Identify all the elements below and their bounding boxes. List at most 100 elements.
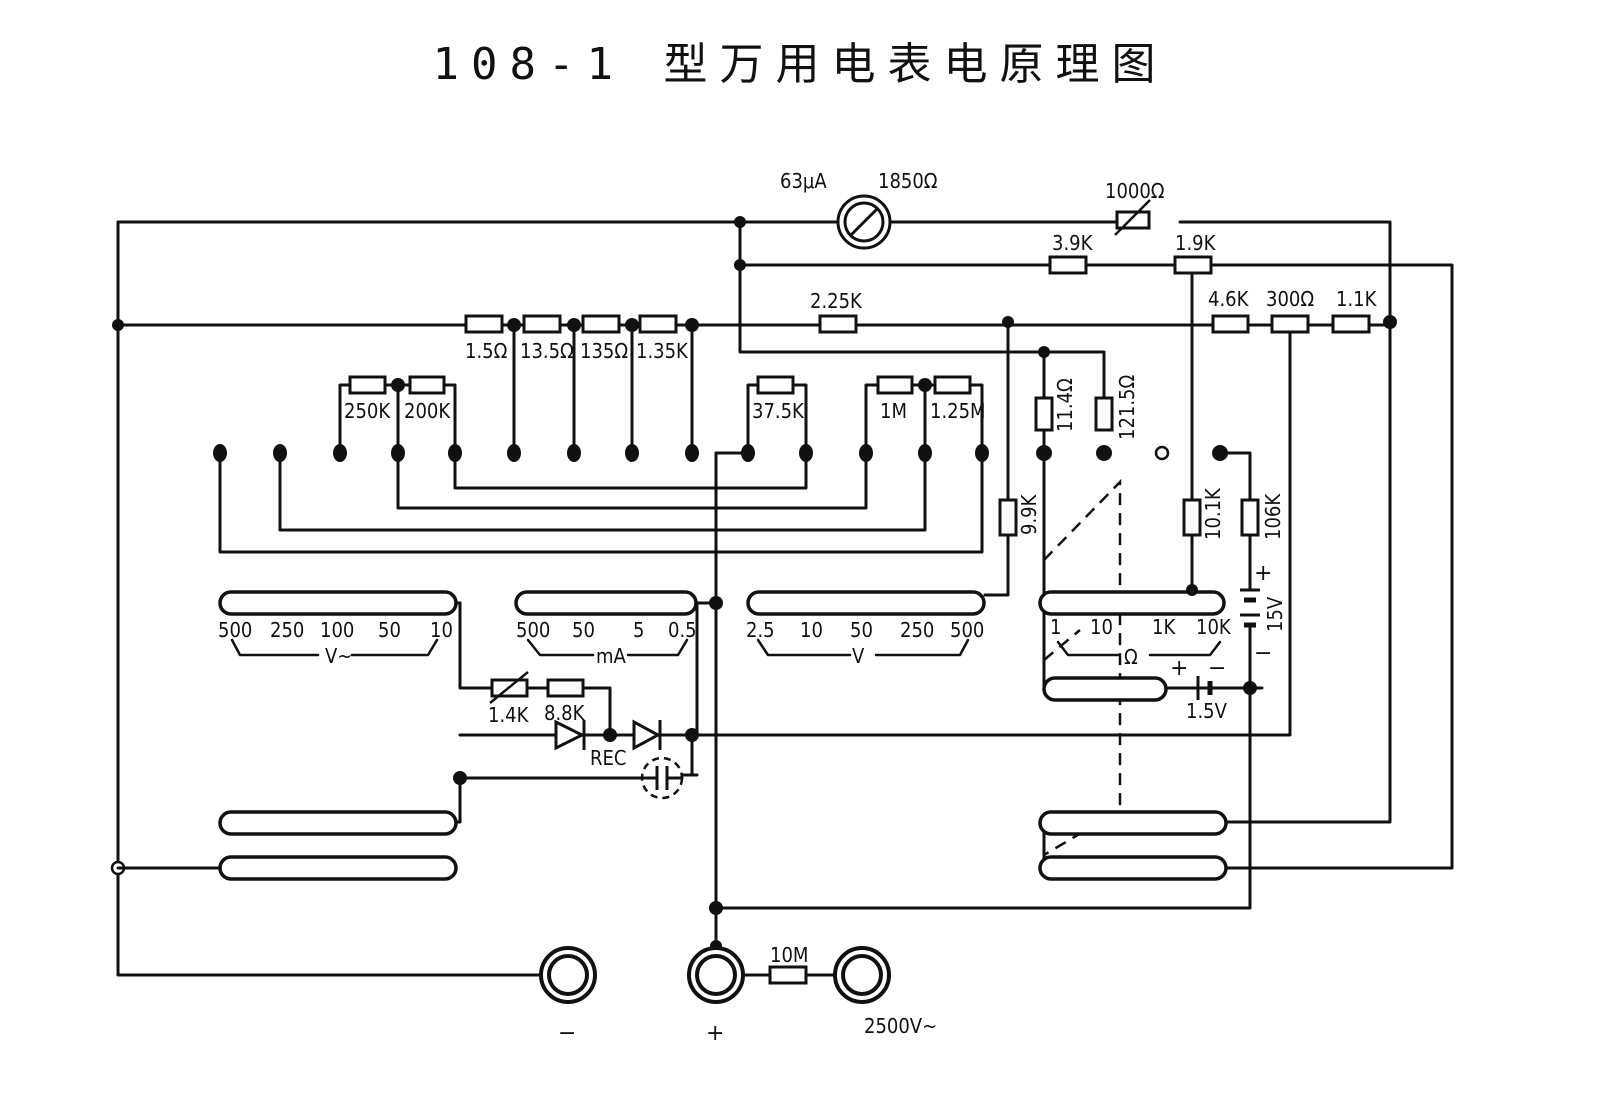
rec-label: REC bbox=[590, 746, 626, 770]
resistor-1-9k bbox=[1173, 255, 1213, 275]
svg-text:V: V bbox=[852, 644, 865, 668]
svg-text:2.5: 2.5 bbox=[746, 618, 775, 642]
battery-15v-plus: + bbox=[1254, 561, 1272, 586]
label-10-1k: 10.1K bbox=[1201, 487, 1225, 540]
terminal-plus-label: + bbox=[706, 1021, 724, 1046]
resistor-1m bbox=[876, 375, 914, 395]
resistor-10m bbox=[768, 965, 808, 985]
battery-1-5v bbox=[1164, 676, 1252, 700]
resistor-250k bbox=[348, 375, 387, 395]
resistor-1-25m bbox=[933, 375, 972, 395]
resistor-shunt-3 bbox=[581, 314, 621, 334]
resistor-106k bbox=[1240, 498, 1260, 537]
label-121-5: 121.5Ω bbox=[1115, 375, 1139, 440]
resistor-2-25k bbox=[818, 314, 858, 334]
label-1-25m: 1.25M bbox=[930, 399, 986, 423]
battery-15v-label: 15V bbox=[1263, 596, 1287, 632]
terminal-minus-label: − bbox=[558, 1021, 576, 1046]
svg-text:50: 50 bbox=[572, 618, 595, 642]
terminal-minus[interactable] bbox=[539, 946, 597, 1004]
resistor-10-1k bbox=[1182, 498, 1202, 537]
svg-text:1K: 1K bbox=[1152, 615, 1176, 639]
wafer-lower-2 bbox=[218, 855, 458, 881]
label-8-8k: 8.8K bbox=[544, 701, 586, 725]
label-300: 300Ω bbox=[1266, 287, 1314, 311]
resistor-8-8k bbox=[546, 678, 585, 698]
meter-symbol bbox=[836, 194, 892, 250]
svg-text:5: 5 bbox=[633, 618, 644, 642]
label-1-1k: 1.1K bbox=[1336, 287, 1378, 311]
svg-text:0.5: 0.5 bbox=[668, 618, 697, 642]
svg-text:250: 250 bbox=[270, 618, 304, 642]
label-250k: 250K bbox=[344, 399, 391, 423]
battery-15v bbox=[1240, 573, 1260, 642]
switch-contacts bbox=[213, 444, 1228, 462]
svg-text:mA: mA bbox=[596, 644, 627, 668]
label-200k: 200K bbox=[404, 399, 451, 423]
svg-text:50: 50 bbox=[850, 618, 873, 642]
battery-15v-minus: − bbox=[1254, 641, 1272, 666]
svg-text:500: 500 bbox=[516, 618, 550, 642]
svg-text:500: 500 bbox=[218, 618, 252, 642]
label-37-5k: 37.5K bbox=[752, 399, 805, 423]
terminal-plus[interactable] bbox=[687, 946, 745, 1004]
svg-text:100: 100 bbox=[320, 618, 354, 642]
label-106k: 106K bbox=[1261, 493, 1285, 540]
label-1-4k: 1.4K bbox=[488, 703, 530, 727]
resistor-3-9k bbox=[1048, 255, 1088, 275]
svg-text:1: 1 bbox=[1050, 615, 1061, 639]
label-10m: 10M bbox=[770, 943, 808, 967]
resistor-1000 bbox=[1115, 210, 1151, 230]
range-labels-ohms: 1 10 1K 10K Ω bbox=[1050, 615, 1232, 669]
label-2-25k: 2.25K bbox=[810, 289, 863, 313]
range-labels-dc-ma: 500 50 5 0.5 mA bbox=[516, 618, 697, 668]
label-9-9k: 9.9K bbox=[1017, 493, 1041, 535]
resistors bbox=[348, 199, 1371, 985]
label-4-6k: 4.6K bbox=[1208, 287, 1250, 311]
range-labels-dc-volts: 2.5 10 50 250 500 V bbox=[746, 618, 984, 668]
label-shunt-4: 1.35K bbox=[636, 339, 689, 363]
svg-text:V~: V~ bbox=[325, 644, 352, 668]
wafer-ohms bbox=[1038, 590, 1226, 616]
svg-text:10: 10 bbox=[430, 618, 453, 642]
svg-text:10: 10 bbox=[800, 618, 823, 642]
wafer-ohms-2 bbox=[1042, 676, 1168, 702]
junctions bbox=[110, 216, 1397, 952]
resistor-9-9k bbox=[998, 498, 1018, 537]
diagram-title: 108-1 型万用电表电原理图 bbox=[432, 39, 1168, 90]
resistor-121-5 bbox=[1094, 396, 1114, 432]
resistor-shunt-4 bbox=[638, 314, 678, 334]
resistor-300 bbox=[1270, 314, 1310, 334]
svg-text:250: 250 bbox=[900, 618, 934, 642]
svg-text:50: 50 bbox=[378, 618, 401, 642]
svg-text:10K: 10K bbox=[1196, 615, 1232, 639]
resistor-4-6k bbox=[1211, 314, 1250, 334]
terminal-hv-label: 2500V~ bbox=[864, 1014, 937, 1038]
wafer-dc-ma bbox=[514, 590, 698, 616]
wafer-ac-volts bbox=[218, 590, 458, 616]
resistor-shunt-1 bbox=[464, 314, 504, 334]
label-shunt-3: 135Ω bbox=[580, 339, 628, 363]
label-1-9k: 1.9K bbox=[1175, 231, 1217, 255]
label-1000: 1000Ω bbox=[1105, 179, 1165, 203]
label-11-4: 11.4Ω bbox=[1053, 378, 1077, 432]
switch-linkage-2 bbox=[1043, 629, 1081, 661]
wafer-dc-volts bbox=[746, 590, 986, 616]
battery-plus: + bbox=[1170, 656, 1188, 681]
wafer-right-2 bbox=[1038, 855, 1228, 881]
resistor-1-1k bbox=[1331, 314, 1371, 334]
resistor-shunt-2 bbox=[522, 314, 562, 334]
terminal-2500v[interactable] bbox=[833, 946, 891, 1004]
label-shunt-2: 13.5Ω bbox=[520, 339, 574, 363]
resistor-200k bbox=[408, 375, 446, 395]
svg-text:10: 10 bbox=[1090, 615, 1113, 639]
capacitor bbox=[640, 756, 684, 800]
resistor-11-4 bbox=[1034, 396, 1054, 432]
wafer-lower-1 bbox=[218, 810, 458, 836]
label-1m: 1M bbox=[880, 399, 907, 423]
battery-1-5v-label: 1.5V bbox=[1186, 699, 1228, 723]
resistor-37-5k bbox=[756, 375, 795, 395]
svg-text:500: 500 bbox=[950, 618, 984, 642]
wafer-right-1 bbox=[1038, 810, 1228, 836]
